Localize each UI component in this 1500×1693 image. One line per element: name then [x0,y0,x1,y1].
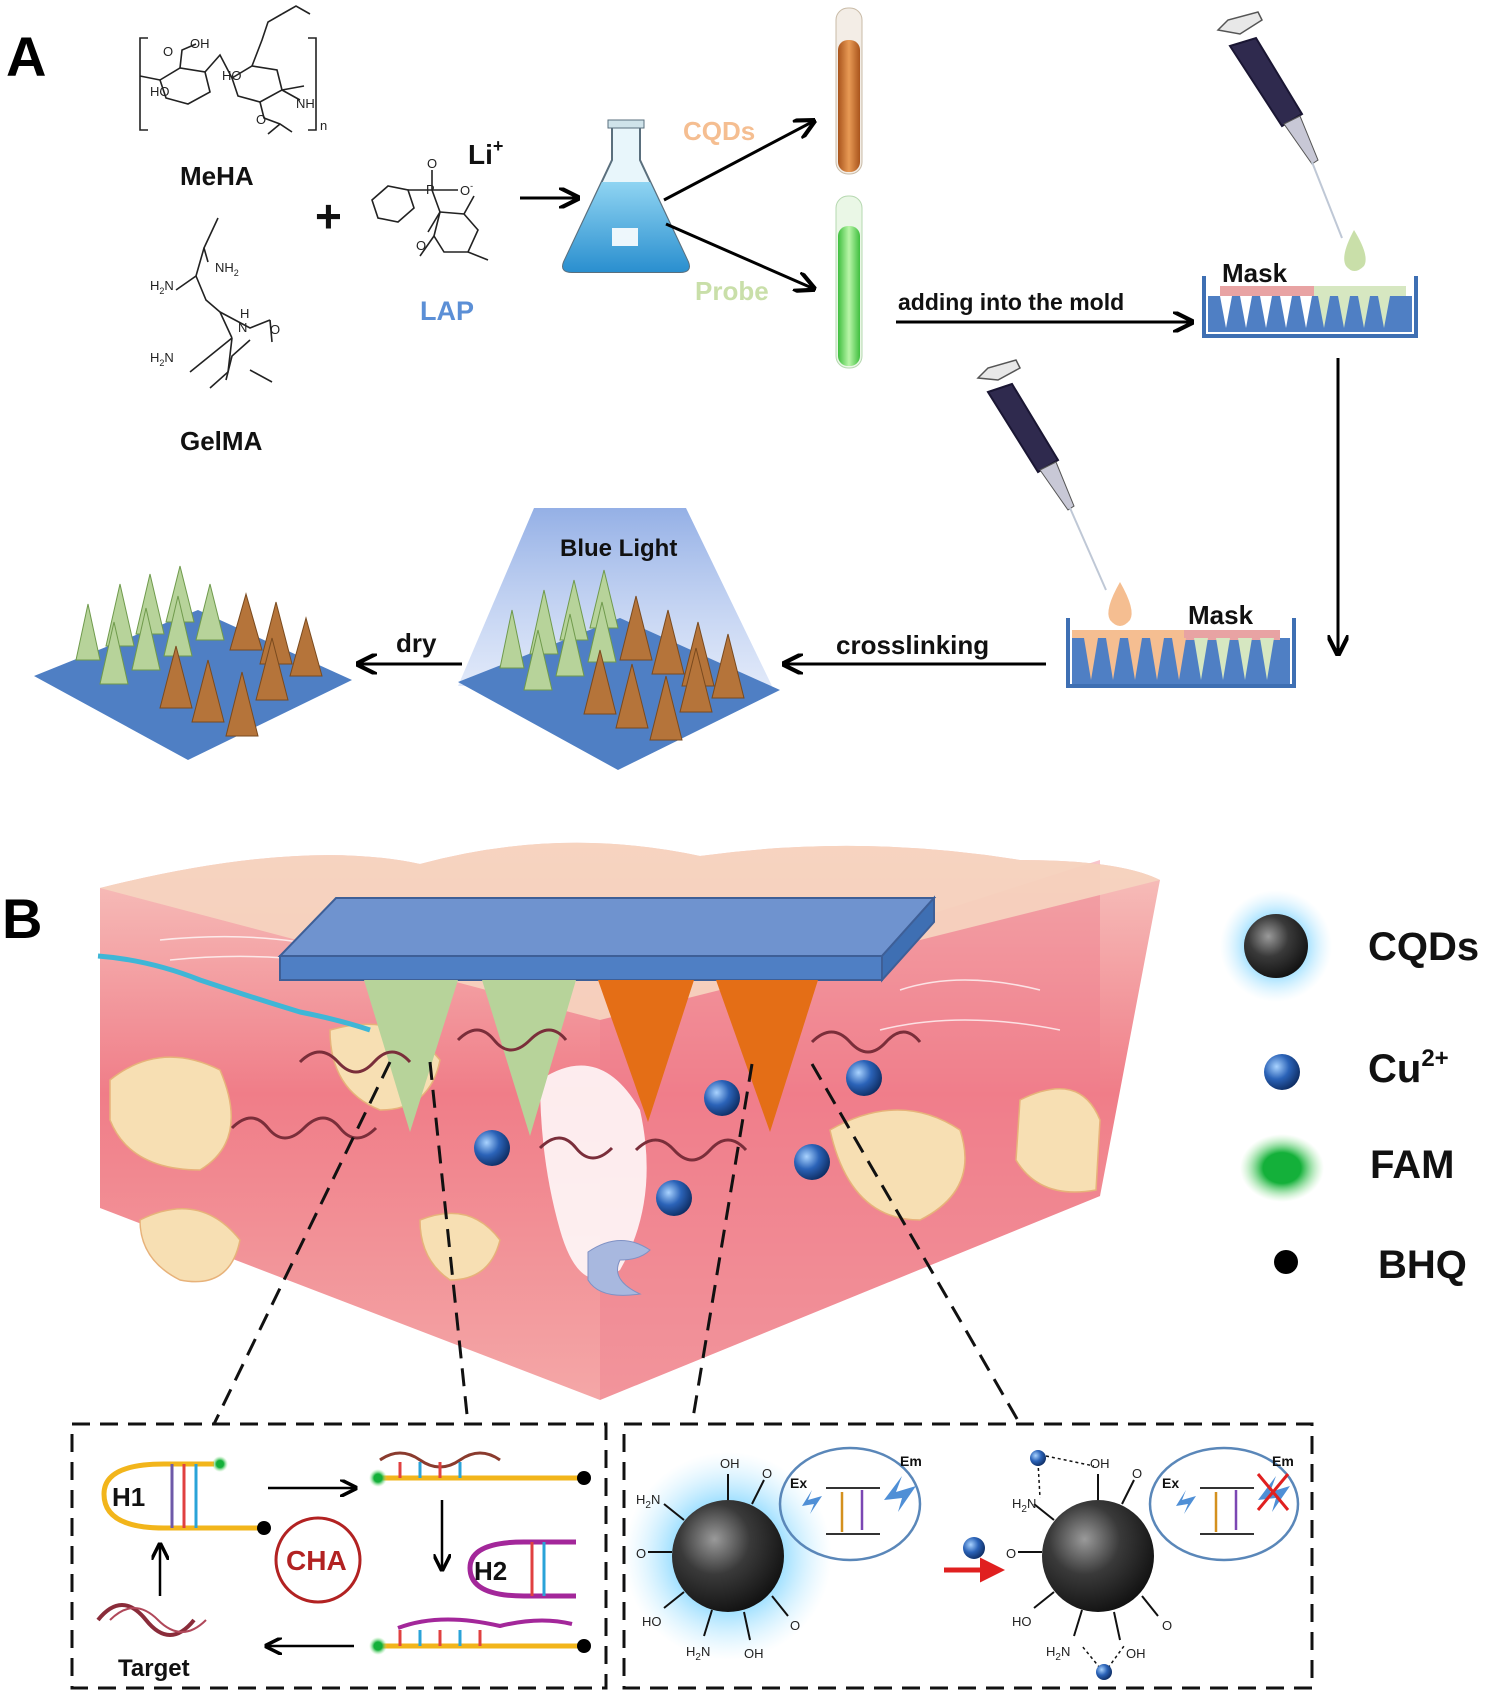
pipette-icon-2 [976,359,1107,591]
panel-label-a: A [6,25,46,88]
h2-label: H2 [474,1556,507,1586]
dna-strands [230,1028,922,1162]
flask-icon [562,119,690,273]
legend-cu-label: Cu2+ [1368,1045,1449,1091]
legend-cqds-label: CQDs [1368,925,1479,969]
legend-fam-label: FAM [1370,1143,1454,1187]
meha-label-nh: NH [296,96,315,111]
ex-label-2: Ex [1162,1475,1179,1491]
lap-label-p: P [426,182,435,197]
cu-ions-in-skin [474,1060,882,1216]
lap-label-o2: O [416,238,426,253]
meha-label-o2: O [256,112,266,127]
legend: CQDs Cu2+ FAM BHQ [1220,890,1479,1287]
mask-label-2: Mask [1188,600,1254,630]
q-label-o: O [1132,1466,1142,1481]
gelma-structure [175,217,273,389]
cqd-label-h2n: H2N [636,1492,660,1511]
gelma-label-o: O [270,322,280,337]
li-ion-label: Li+ [468,136,503,170]
meha-label-ho2: HO [150,84,170,99]
lap-label-o: O [427,156,437,171]
legend-bhq-icon [1274,1250,1298,1274]
gelma-label: GelMA [180,426,263,456]
mold-cqds [1066,618,1296,688]
ex-label-1: Ex [790,1475,807,1491]
legend-bhq-label: BHQ [1378,1243,1467,1287]
probe-flow-label: Probe [695,276,769,306]
microneedles-in-skin [364,980,818,1136]
blue-light-array [458,508,780,770]
meha-structure [139,5,317,135]
mold-probe [1202,276,1418,338]
q-label-h2n2: H2N [1046,1644,1070,1663]
gelma-label-nh2: NH2 [215,260,239,278]
cqd-label-oh: OH [720,1456,740,1471]
q-label-ho: HO [1012,1614,1032,1629]
legend-fam-icon [1240,1134,1324,1202]
legend-cu-icon [1264,1054,1300,1090]
mask-label-1: Mask [1222,258,1288,288]
meha-label: MeHA [180,161,254,191]
cha-mechanism-box: H1 H2 CHA Target [70,1422,608,1690]
zoom-leader-lines [212,1061,1022,1425]
cqd-label-oh2: OH [744,1646,764,1661]
cu-quenching-box: OH O H2N O HO H2N OH O Ex Em [622,1422,1314,1690]
q-label-oh: OH [1090,1456,1110,1471]
probe-tube [835,195,863,369]
meha-label-n: n [320,118,327,133]
cqd-label-o: O [762,1466,772,1481]
legend-cqds-icon [1244,914,1308,978]
arrow-to-cqds [663,122,812,202]
q-label-o2: O [1006,1546,1016,1561]
patch-backing [277,895,937,983]
crosslinking-label: crosslinking [836,630,989,660]
q-label-oh2: OH [1126,1646,1146,1661]
gelma-label-h: H [240,306,249,321]
cqd-label-ho: HO [642,1614,662,1629]
lap-label-ominus: O- [460,181,473,198]
adding-label: adding into the mold [898,289,1124,315]
cqd-label-o3: O [790,1618,800,1633]
blue-light-label: Blue Light [560,535,677,562]
meha-label-o: O [163,44,173,59]
meha-label-oh: OH [190,36,210,51]
q-label-h2n: H2N [1012,1496,1036,1515]
gelma-label-h2n: H2N [150,278,174,296]
em-label-1: Em [900,1453,922,1469]
panel-label-b: B [2,887,42,950]
meha-label-ho: HO [222,68,242,83]
cqd-label-o2: O [636,1546,646,1561]
plus-sign: + [315,190,342,242]
h1-label: H1 [112,1482,145,1512]
q-label-o3: O [1162,1618,1172,1633]
probe-droplet [1344,230,1366,271]
gelma-label-n: N [238,320,247,335]
cqds-tube [835,7,863,175]
dry-label: dry [396,628,437,658]
cqd-label-h2n2: H2N [686,1644,710,1663]
arrow-to-probe [665,222,812,288]
pipette-icon [1216,11,1343,239]
dried-microneedle-array [34,565,352,760]
lap-structure [371,170,489,261]
target-label: Target [118,1655,190,1682]
gelma-label-h2n2: H2N [150,350,174,368]
cqds-droplet [1108,582,1132,626]
cha-label: CHA [286,1545,347,1576]
lap-label: LAP [420,296,474,326]
em-label-2: Em [1272,1453,1294,1469]
cqds-flow-label: CQDs [683,116,755,146]
